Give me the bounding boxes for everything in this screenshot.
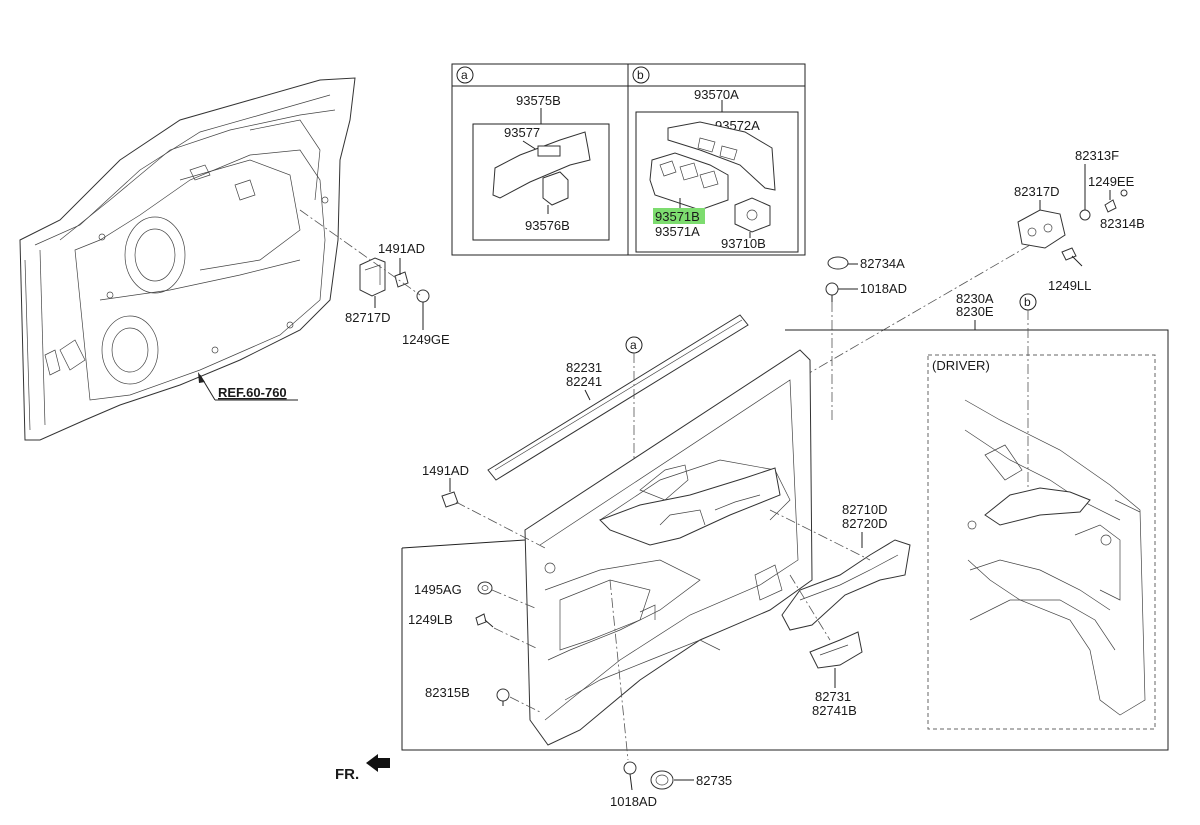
label-1249GE: 1249GE xyxy=(402,332,450,347)
label-1249LB: 1249LB xyxy=(408,612,453,627)
label-82731: 82731 xyxy=(815,689,851,704)
label-93577: 93577 xyxy=(504,125,540,140)
label-82241: 82241 xyxy=(566,374,602,389)
driver-label: (DRIVER) xyxy=(932,358,990,373)
label-82734A: 82734A xyxy=(860,256,905,271)
label-1018AD-bot: 1018AD xyxy=(610,794,657,809)
label-8230E: 8230E xyxy=(956,304,994,319)
label-82710D: 82710D xyxy=(842,502,888,517)
inset-b-tag: b xyxy=(637,68,644,82)
label-1491AD-mid: 1491AD xyxy=(422,463,469,478)
label-82717D: 82717D xyxy=(345,310,391,325)
label-82741B: 82741B xyxy=(812,703,857,718)
label-1495AG: 1495AG xyxy=(414,582,462,597)
label-82720D: 82720D xyxy=(842,516,888,531)
label-82313F: 82313F xyxy=(1075,148,1119,163)
label-93571A: 93571A xyxy=(655,224,700,239)
label-93571B: 93571B xyxy=(655,209,700,224)
inset-box: a b 93575B 93577 93576B 93570A 93572A 93… xyxy=(451,63,806,256)
label-82317D: 82317D xyxy=(1014,184,1060,199)
label-93575B: 93575B xyxy=(516,93,561,108)
label-1249LL: 1249LL xyxy=(1048,278,1091,293)
label-93576B: 93576B xyxy=(525,218,570,233)
callout-a: a xyxy=(630,338,637,352)
inset-a-tag: a xyxy=(461,68,468,82)
ref-label: REF.60-760 xyxy=(218,385,287,400)
fr-label: FR. xyxy=(335,766,359,783)
upper-right-parts: 82313F 1249EE 82314B 82317D 1249LL 82734… xyxy=(779,148,1145,420)
ref-callout: REF.60-760 xyxy=(198,372,298,401)
label-82314B: 82314B xyxy=(1100,216,1145,231)
label-1491AD-top: 1491AD xyxy=(378,241,425,256)
front-direction-marker: FR. xyxy=(335,754,390,783)
highlight-93571B xyxy=(653,208,705,224)
label-1249EE: 1249EE xyxy=(1088,174,1135,189)
fr-arrow-icon xyxy=(366,754,390,772)
label-8230A: 8230A xyxy=(956,291,994,306)
label-93570A: 93570A xyxy=(694,87,739,102)
label-82315B: 82315B xyxy=(425,685,470,700)
label-1018AD-top: 1018AD xyxy=(860,281,907,296)
callout-b-top: b xyxy=(1024,295,1031,309)
label-82231: 82231 xyxy=(566,360,602,375)
label-93710B: 93710B xyxy=(721,236,766,251)
label-82735: 82735 xyxy=(696,773,732,788)
bracket-group: 1491AD 82717D 1249GE xyxy=(299,209,450,347)
door-frame-drawing xyxy=(19,77,356,441)
main-panel-area: 82231 82241 a 1491AD 1495AG 1249LB xyxy=(401,310,1169,809)
